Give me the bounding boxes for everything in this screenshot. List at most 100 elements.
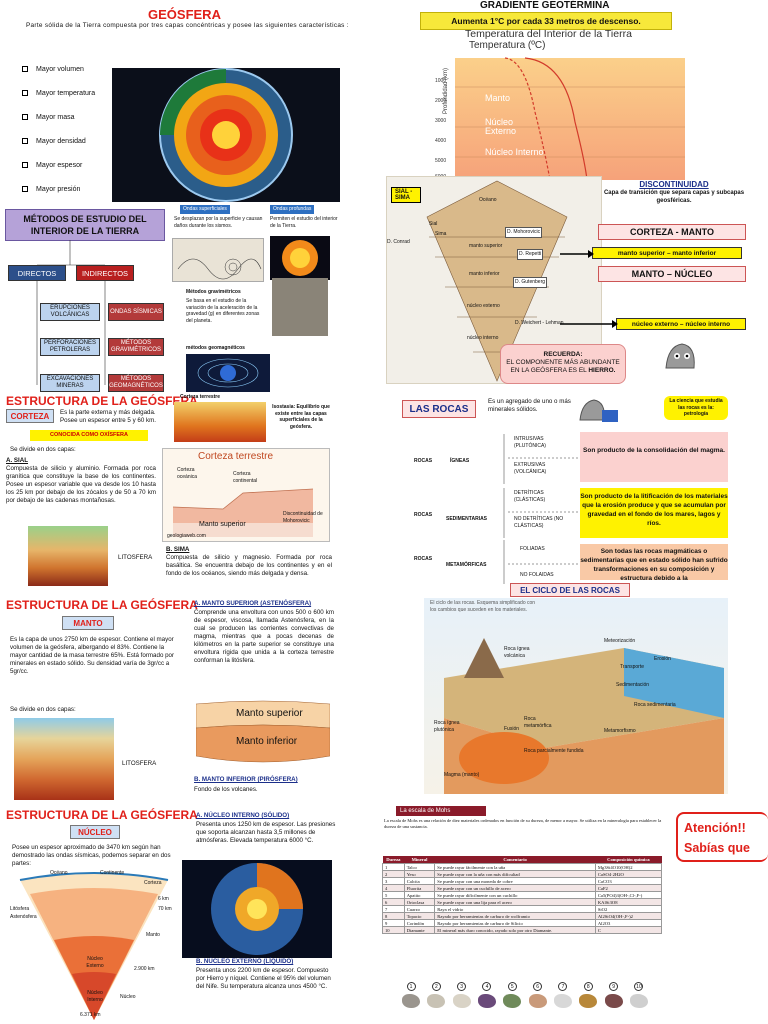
mineral-rock-icon bbox=[402, 994, 420, 1008]
mohs-cell: Se puede rayar con la uña con más dificu… bbox=[434, 870, 596, 878]
mohs-cell: Diamante bbox=[403, 926, 436, 934]
crust-diagram-title: Corteza terrestre bbox=[198, 451, 274, 462]
recuerda-text: EL COMPONENTE MÁS ABUNDANTE EN LA GEÓSFE… bbox=[506, 359, 620, 374]
mineral-sample: 1 bbox=[400, 982, 422, 1008]
mohs-cell: Se puede rayar fácilmente con la uña bbox=[434, 863, 596, 871]
q1-bullet: Mayor espesor bbox=[22, 162, 95, 186]
sial-text: Compuesta de silicio y aluminio. Formada… bbox=[6, 465, 156, 504]
mohs-cell: 8 bbox=[382, 912, 405, 920]
svg-text:2000: 2000 bbox=[435, 98, 446, 104]
mohs-intro: La escala de Mohs es una relación de die… bbox=[384, 818, 662, 829]
mohs-header-row: Dureza Mineral Comentario Composición qu… bbox=[382, 856, 662, 864]
mohs-cell: 5 bbox=[382, 891, 405, 899]
gravimeter-photo bbox=[272, 278, 328, 336]
discontinuidad-block: DISCONTINUIDAD Capa de transición que se… bbox=[600, 180, 748, 205]
nucleo-ext-text: Presenta unos 2200 km de espesor. Compue… bbox=[196, 967, 331, 990]
svg-text:5000: 5000 bbox=[435, 158, 446, 164]
mohs-cell: 10 bbox=[382, 926, 405, 934]
mineral-number: 2 bbox=[431, 982, 441, 991]
indirect-item: ONDAS SÍSMICAS bbox=[108, 303, 164, 321]
chart-x-label: Temperatura (ºC) bbox=[469, 40, 546, 51]
nucleo-diag-label: Núcleo Interno bbox=[87, 990, 103, 1003]
mohs-cell: SiO2 bbox=[594, 905, 663, 913]
mohs-cell: Topacio bbox=[403, 912, 436, 920]
disc-label: D. Gutenberg bbox=[513, 277, 548, 288]
svg-text:4000: 4000 bbox=[435, 138, 446, 144]
mineral-rock-icon bbox=[503, 994, 522, 1008]
arrows bbox=[560, 250, 618, 328]
chart-title: Temperatura del Interior de la Tierra bbox=[465, 28, 632, 40]
rock-subtype: NO DETRÍTICAS (NO CLÁSTICAS) bbox=[514, 516, 564, 529]
nucleo-diag-label: Corteza bbox=[144, 880, 162, 886]
nucleo-diag-label: Manto bbox=[146, 932, 160, 938]
mineral-rock-icon bbox=[528, 994, 547, 1008]
q1-bullet: Mayor densidad bbox=[22, 138, 95, 162]
mohs-header: Dureza bbox=[386, 857, 401, 862]
mohs-cell: El mineral más duro conocido, rayado sol… bbox=[434, 926, 596, 934]
q5-title: ESTRUCTURA DE LA GEÓSFERA bbox=[6, 598, 198, 612]
svg-text:1000: 1000 bbox=[435, 78, 446, 84]
rock-subtype: DETRÍTICAS (CLÁSTICAS) bbox=[514, 490, 546, 503]
mineral-sample: 5 bbox=[501, 982, 523, 1008]
mohs-cell: Talco bbox=[403, 863, 436, 871]
nucleo-diag-label: Continente bbox=[100, 870, 125, 876]
checkbox-icon bbox=[22, 162, 28, 169]
mineral-sample: 2 bbox=[425, 982, 447, 1008]
directos-box: DIRECTOS bbox=[8, 265, 66, 281]
grav-text: Se basa en el estudio de la variación de… bbox=[186, 298, 260, 324]
mineral-rock-icon bbox=[604, 994, 623, 1008]
mineral-sample: 7 bbox=[552, 982, 574, 1008]
mineral-sample: 8 bbox=[577, 982, 599, 1008]
mohs-cell: Cuarzo bbox=[403, 905, 436, 913]
rock-type-metamorficas: METAMÓRFICAS bbox=[446, 562, 487, 568]
mohs-cell: 6 bbox=[382, 898, 405, 906]
mohs-cell: 2 bbox=[382, 870, 405, 878]
manto-nucleo-box: MANTO – NÚCLEO bbox=[598, 266, 746, 282]
cone-layer-label: núcleo interno bbox=[467, 335, 499, 341]
manto-layers-image bbox=[14, 718, 114, 800]
grav-title: Métodos gravimétricos bbox=[186, 289, 241, 295]
mohs-header: Mineral bbox=[411, 857, 428, 862]
mineral-sample: 3 bbox=[451, 982, 473, 1008]
mineral-sample: 9 bbox=[603, 982, 625, 1008]
mohs-cell: CaSO4·2H2O bbox=[594, 870, 663, 878]
rock-subtype: FOLIADAS bbox=[520, 546, 545, 552]
credit-text: geologiaweb.com bbox=[167, 533, 206, 539]
mohs-cell: Apatito bbox=[403, 891, 436, 899]
rocas-def: Es un agregado de uno o más minerales só… bbox=[488, 398, 571, 413]
checkbox-icon bbox=[22, 186, 28, 193]
ciclo-label: Transporte bbox=[620, 664, 644, 670]
ondas-sup-text: Se desplazan por la superficie y causan … bbox=[174, 216, 263, 229]
mineral-number: 10 bbox=[634, 982, 644, 991]
nucleo-diag-label: 6 km bbox=[158, 896, 169, 902]
q1-title: GEÓSFERA bbox=[148, 7, 221, 22]
ciclo-diag-title: El ciclo de las rocas. Esquema simplific… bbox=[430, 600, 536, 613]
q2-banner: Aumenta 1°C por cada 33 metros de descen… bbox=[420, 12, 672, 30]
discontinuidad-text: Capa de transición que separa capas y su… bbox=[603, 190, 745, 204]
oxisfera-badge: CONOCIDA COMO OXÍSFERA bbox=[30, 430, 148, 441]
q1-bullet-list: Mayor volumen Mayor temperatura Mayor ma… bbox=[22, 66, 95, 210]
direct-item: PERFORACIONES PETROLERAS bbox=[40, 338, 100, 356]
manto-sup-text: Comprende una envoltura con unos 500 o 6… bbox=[194, 609, 334, 664]
geomag-title: métodos geomagnéticos bbox=[186, 345, 245, 351]
crust-diagram: Corteza terrestre Corteza oceánica Corte… bbox=[162, 448, 330, 542]
mohs-cell: 7 bbox=[382, 905, 405, 913]
petrologia-note: La ciencia que estudia las rocas es la: … bbox=[664, 396, 728, 420]
layer-label: Núcleo Externo bbox=[485, 117, 517, 136]
recuerda-title: RECUERDA: bbox=[543, 351, 583, 358]
nucleo-diag-label: 2.900 km bbox=[134, 966, 155, 972]
mineral-rock-icon bbox=[427, 994, 446, 1008]
nucleo-ext-int-label: núcleo externo – núcleo interno bbox=[616, 318, 746, 330]
litosfera-image bbox=[28, 526, 108, 586]
manto-label: MANTO bbox=[62, 616, 114, 630]
rock-type-sedimentarias: SEDIMENTARIAS bbox=[446, 516, 488, 522]
layer-label: Núcleo Interno bbox=[485, 147, 544, 157]
